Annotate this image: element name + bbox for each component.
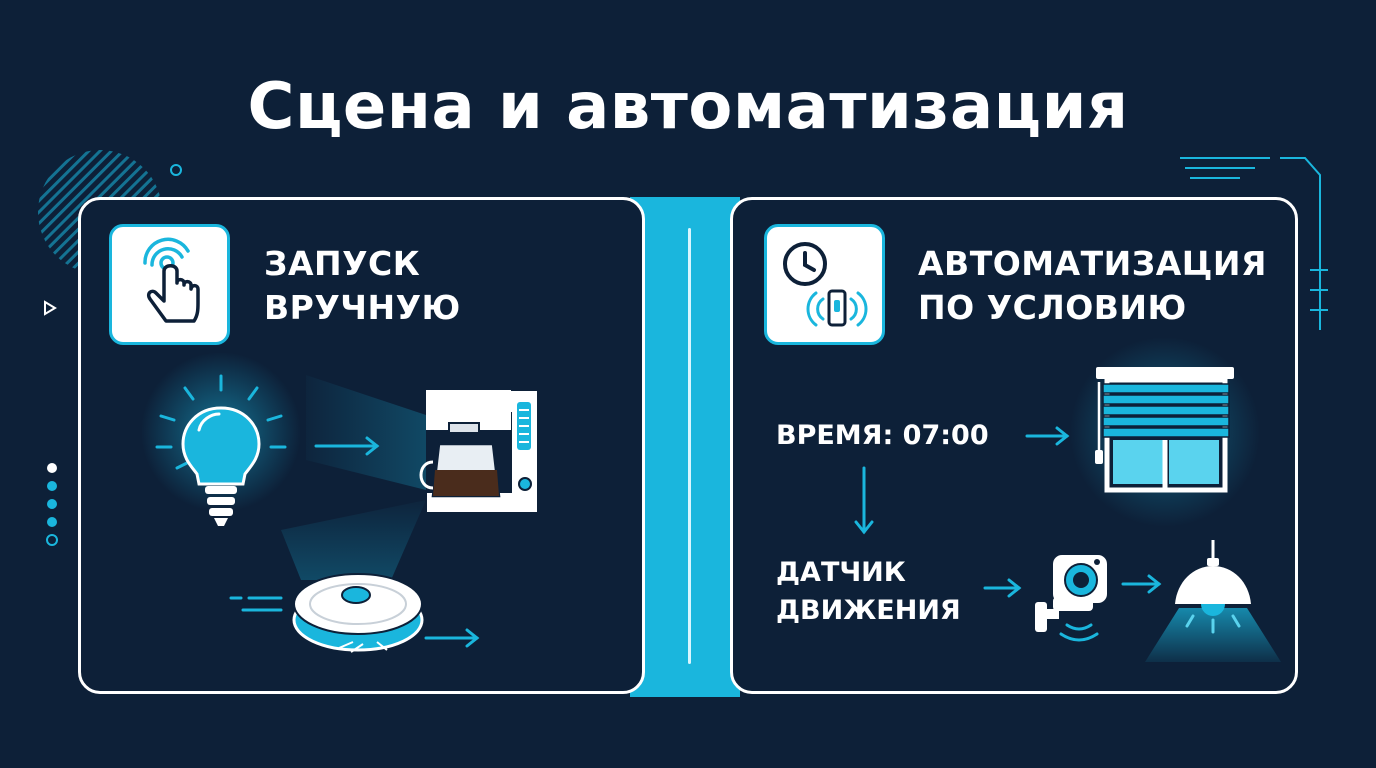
beam-to-coffee (306, 375, 426, 490)
window-blinds-icon (1070, 337, 1260, 527)
motion-camera-icon (1035, 553, 1109, 642)
automation-heading-line2: ПО УСЛОВИЮ (918, 288, 1187, 327)
panel-connector (630, 197, 740, 697)
automation-heading-line1: АВТОМАТИЗАЦИЯ (918, 244, 1267, 283)
robot-vacuum-icon (229, 573, 424, 653)
arrow-camera-to-lamp (1121, 574, 1162, 594)
arrow-vacuum-out (424, 628, 480, 648)
play-triangle-decor (44, 300, 57, 316)
motion-label-line1: ДАТЧИК (776, 557, 906, 588)
arrow-time-to-blinds (1025, 426, 1070, 446)
automation-heading: АВТОМАТИЗАЦИЯ ПО УСЛОВИЮ (918, 242, 1267, 330)
arrow-time-to-motion (854, 466, 874, 535)
connector-line (688, 228, 691, 664)
manual-heading: ЗАПУСК ВРУЧНУЮ (264, 242, 461, 330)
small-ring-decor (170, 164, 182, 176)
coffee-machine-icon (419, 389, 539, 514)
hand-tap-icon (143, 237, 200, 323)
motion-label-line2: ДВИЖЕНИЯ (776, 595, 961, 626)
manual-scene (141, 352, 539, 653)
ceiling-lamp-icon (1145, 540, 1281, 662)
manual-icon-box (109, 224, 230, 345)
clock-sensor-icon (783, 242, 868, 327)
dots-decor (46, 463, 58, 546)
manual-heading-line1: ЗАПУСК (264, 244, 421, 283)
arrow-motion-to-camera (983, 578, 1022, 598)
automation-icon-box (764, 224, 885, 345)
arrow-bulb-to-coffee (314, 436, 380, 456)
light-bulb-icon (141, 352, 301, 526)
motion-sensor-label: ДАТЧИК ДВИЖЕНИЯ (776, 554, 961, 630)
beam-to-vacuum (281, 500, 426, 580)
page-title: Сцена и автоматизация (247, 70, 1129, 144)
manual-heading-line2: ВРУЧНУЮ (264, 288, 461, 327)
automation-panel: АВТОМАТИЗАЦИЯ ПО УСЛОВИЮ ВРЕМЯ: 07:00 ДА… (730, 197, 1298, 694)
manual-panel: ЗАПУСК ВРУЧНУЮ (78, 197, 645, 694)
automation-scene (854, 337, 1281, 662)
time-trigger-label: ВРЕМЯ: 07:00 (776, 420, 989, 451)
